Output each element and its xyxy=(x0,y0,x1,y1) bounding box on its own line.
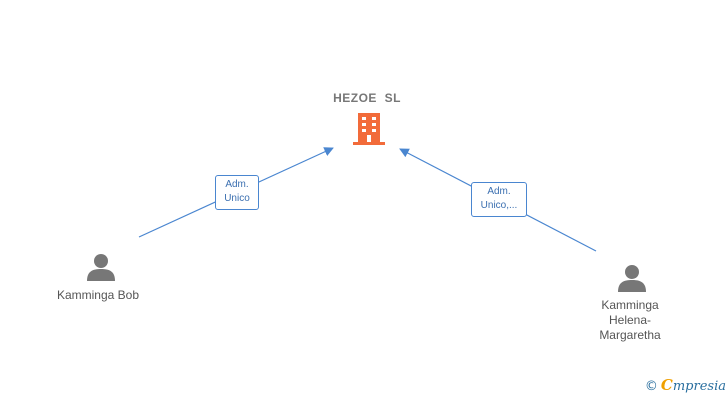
person-name-line: Helena- xyxy=(608,313,652,327)
edge-label-role[interactable]: Adm. Unico xyxy=(215,175,259,210)
edge-label-line: Unico xyxy=(224,193,250,204)
person-icon[interactable] xyxy=(617,263,647,293)
person-name-line: Kamminga xyxy=(601,298,659,312)
person-name-helena[interactable]: Kamminga Helena- Margaretha xyxy=(580,298,680,343)
copyright-icon: © xyxy=(644,379,658,394)
person-name-bob[interactable]: Kamminga Bob xyxy=(40,288,156,303)
person-icon[interactable] xyxy=(86,252,116,282)
edge-label-role[interactable]: Adm. Unico,... xyxy=(471,182,527,217)
edge-label-line: Adm. xyxy=(487,186,511,197)
brand-initial: C xyxy=(660,376,673,394)
edge-label-line: Unico,... xyxy=(480,200,518,211)
building-icon[interactable] xyxy=(353,112,385,146)
company-name[interactable]: HEZOE SL xyxy=(333,91,401,105)
empresia-watermark: ©Cmpresia xyxy=(645,376,726,394)
person-name-line: Margaretha xyxy=(599,328,661,342)
edge-label-line: Adm. xyxy=(225,179,249,190)
person-name-line: Kamminga Bob xyxy=(56,288,140,302)
brand-name: mpresia xyxy=(672,379,726,394)
